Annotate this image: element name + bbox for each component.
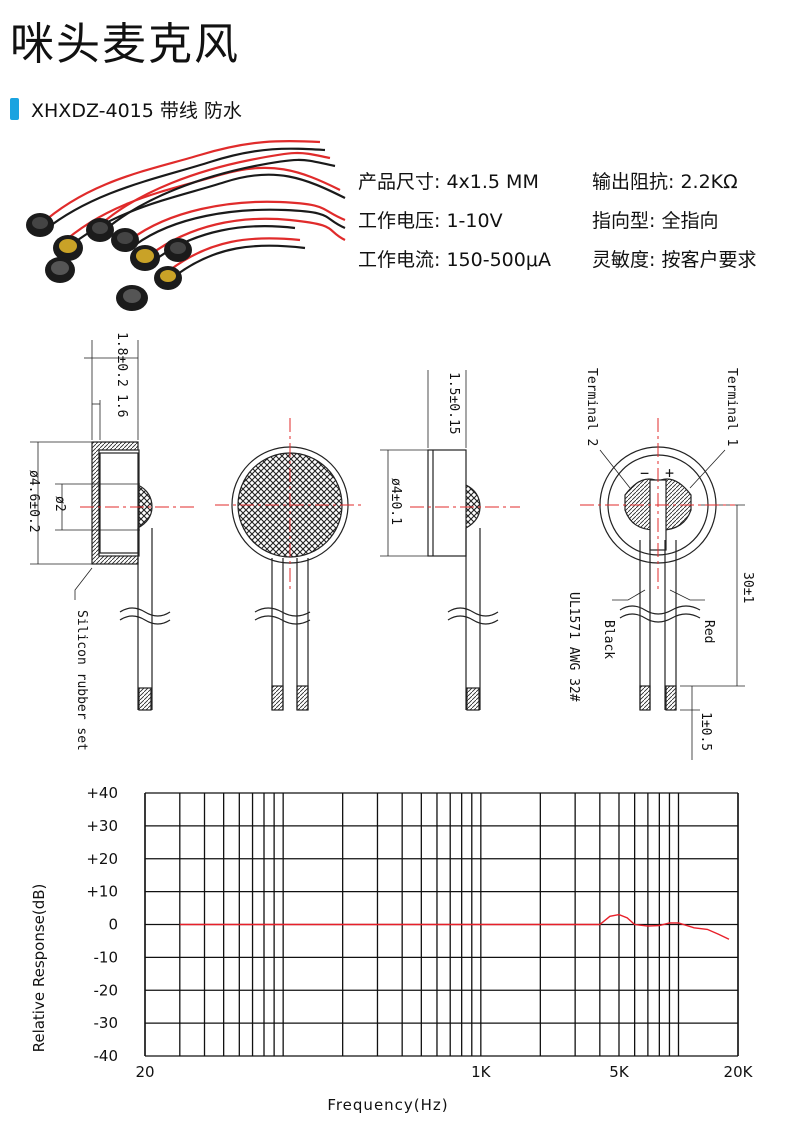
spec-sensitivity: 灵敏度按客户要求 — [592, 245, 756, 272]
x-tick-label: 20K — [724, 1063, 754, 1081]
y-tick-label: -30 — [94, 1014, 119, 1032]
y-tick-label: 0 — [108, 916, 118, 934]
response-line — [179, 913, 730, 940]
terminal-1-label: Terminal 1 — [724, 368, 739, 446]
subtitle-row: XHXDZ-4015 带线 防水 — [10, 96, 242, 122]
subtitle: XHXDZ-4015 带线 防水 — [31, 99, 242, 122]
black-label: Black — [601, 620, 616, 659]
y-axis-label: Relative Response(dB) — [30, 884, 48, 1053]
silicon-label: Silicon rubber set — [74, 610, 89, 751]
x-axis-label: Frequency(Hz) — [327, 1096, 448, 1114]
dim-dia: ø4±0.1 — [388, 478, 403, 525]
product-photo — [26, 139, 346, 311]
dim-top-mid: 1.5±0.15 — [446, 372, 461, 435]
y-tick-label: -10 — [94, 948, 119, 966]
dim-strip: 1±0.5 — [698, 712, 713, 751]
x-tick-label: 1K — [471, 1063, 492, 1081]
spec-current: 工作电流150-500μA — [358, 245, 551, 272]
technical-drawing: 1.8±0.2 1.6 ø4.6±0.2 ø2 Silicon rubber s… — [26, 332, 755, 760]
dim-inner-dia: ø2 — [52, 496, 67, 512]
red-label: Red — [701, 620, 716, 643]
x-tick-label: 5K — [609, 1063, 630, 1081]
dim-top-left: 1.8±0.2 — [114, 332, 129, 387]
x-tick-labels: 20 1K 5K 20K — [135, 1063, 753, 1081]
plus-sign: + — [665, 464, 674, 482]
dim-length: 30±1 — [740, 572, 755, 603]
x-tick-label: 20 — [135, 1063, 154, 1081]
spec-voltage: 工作电压1-10V — [358, 206, 503, 233]
minus-sign: − — [640, 464, 649, 482]
y-tick-label: +20 — [86, 850, 118, 868]
page-title: 咪头麦克风 — [10, 19, 240, 70]
cable-spec: UL1571 AWG 32# — [566, 592, 581, 702]
terminal-2-label: Terminal 2 — [584, 368, 599, 446]
y-tick-label: +40 — [86, 784, 118, 802]
y-tick-label: -40 — [94, 1047, 119, 1065]
y-tick-label: +30 — [86, 817, 118, 835]
y-tick-label: -20 — [94, 981, 119, 999]
accent-bar — [10, 98, 19, 120]
spec-size: 产品尺寸4x1.5 MM — [358, 167, 539, 194]
spec-directivity: 指向型全指向 — [592, 206, 718, 233]
y-tick-labels: +40 +30 +20 +10 0 -10 -20 -30 -40 — [86, 784, 118, 1065]
dim-outer-dia: ø4.6±0.2 — [26, 470, 41, 533]
y-tick-label: +10 — [86, 883, 118, 901]
spec-impedance: 输出阻抗2.2KΩ — [592, 167, 738, 194]
dim-top-left-inner: 1.6 — [114, 394, 129, 417]
